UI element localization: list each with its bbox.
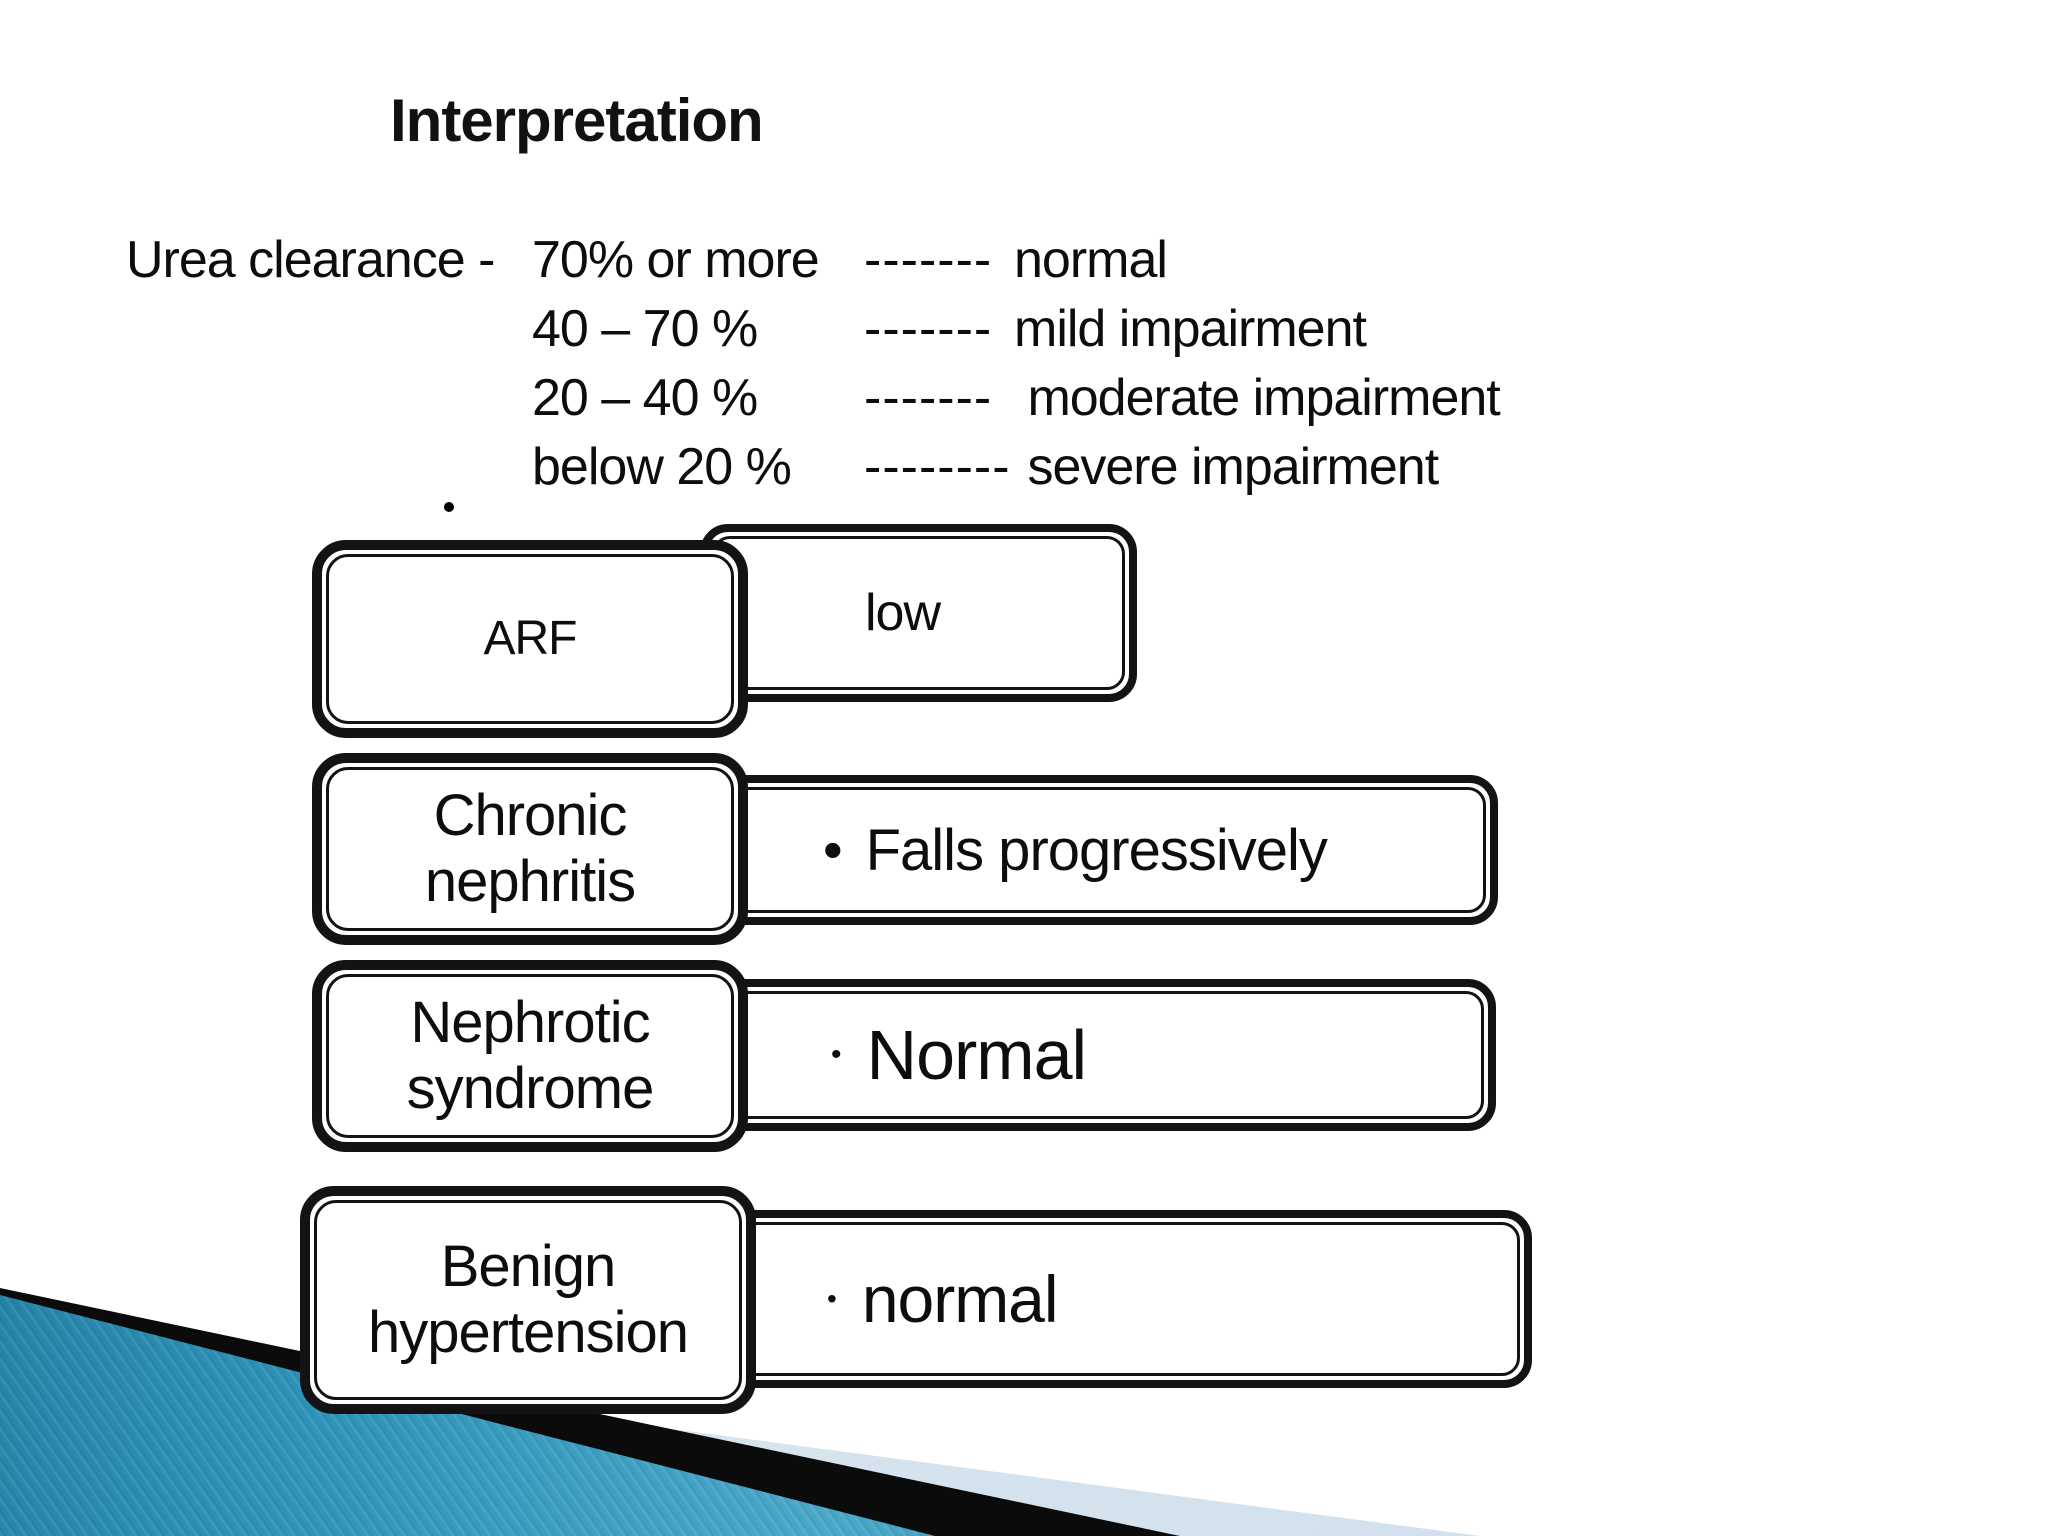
condition-box: Nephrotic syndrome [312,960,748,1152]
interpretation-line-severe: below 20 % -------- severe impairment [126,437,1500,512]
condition-text: Nephrotic syndrome [326,974,734,1138]
finding-bullet: • [827,1283,837,1314]
dash-separator: ------- [864,231,993,289]
clearance-range: 70% or more [532,231,820,289]
finding-box: • Falls progressively [700,775,1498,925]
line-prefix: Urea clearance - [126,231,508,289]
condition-text: Benign hypertension [314,1200,742,1400]
clearance-result: moderate impairment [1014,369,1500,427]
finding-bullet: • [831,1038,841,1071]
interpretation-line-normal: Urea clearance - 70% or more ------- nor… [126,230,1500,299]
finding-text: Normal [866,1016,1088,1094]
bullet-dot [444,502,454,512]
dash-separator: ------- [864,369,993,427]
condition-box: Chronic nephritis [312,753,748,945]
condition-box: Benign hypertension [300,1186,756,1414]
condition-text: ARF [326,554,734,724]
urea-clearance-interpretation-list: Urea clearance - 70% or more ------- nor… [126,230,1501,512]
clearance-range: below 20 % [532,438,792,496]
finding-text: low [865,584,941,642]
finding-box: • Normal [700,979,1496,1131]
finding-text: Falls progressively [865,817,1328,883]
clearance-range: 40 – 70 % [532,300,758,358]
interpretation-line-moderate: 20 – 40 % ------- moderate impairment [126,368,1501,437]
dash-separator: -------- [864,438,1011,496]
clearance-result: normal [1014,231,1168,289]
slide-title: Interpretation [390,87,764,154]
clearance-result: severe impairment [1014,438,1439,496]
dash-separator: ------- [864,300,993,358]
clearance-result: mild impairment [1014,300,1367,358]
finding-box: low [700,524,1137,702]
condition-box: ARF [312,540,748,738]
finding-box: • normal [700,1210,1532,1388]
finding-text: normal [861,1262,1059,1336]
clearance-range: 20 – 40 % [532,369,758,427]
interpretation-line-mild: 40 – 70 % ------- mild impairment [126,299,1500,368]
finding-bullet: • [823,818,843,881]
condition-text: Chronic nephritis [326,767,734,931]
